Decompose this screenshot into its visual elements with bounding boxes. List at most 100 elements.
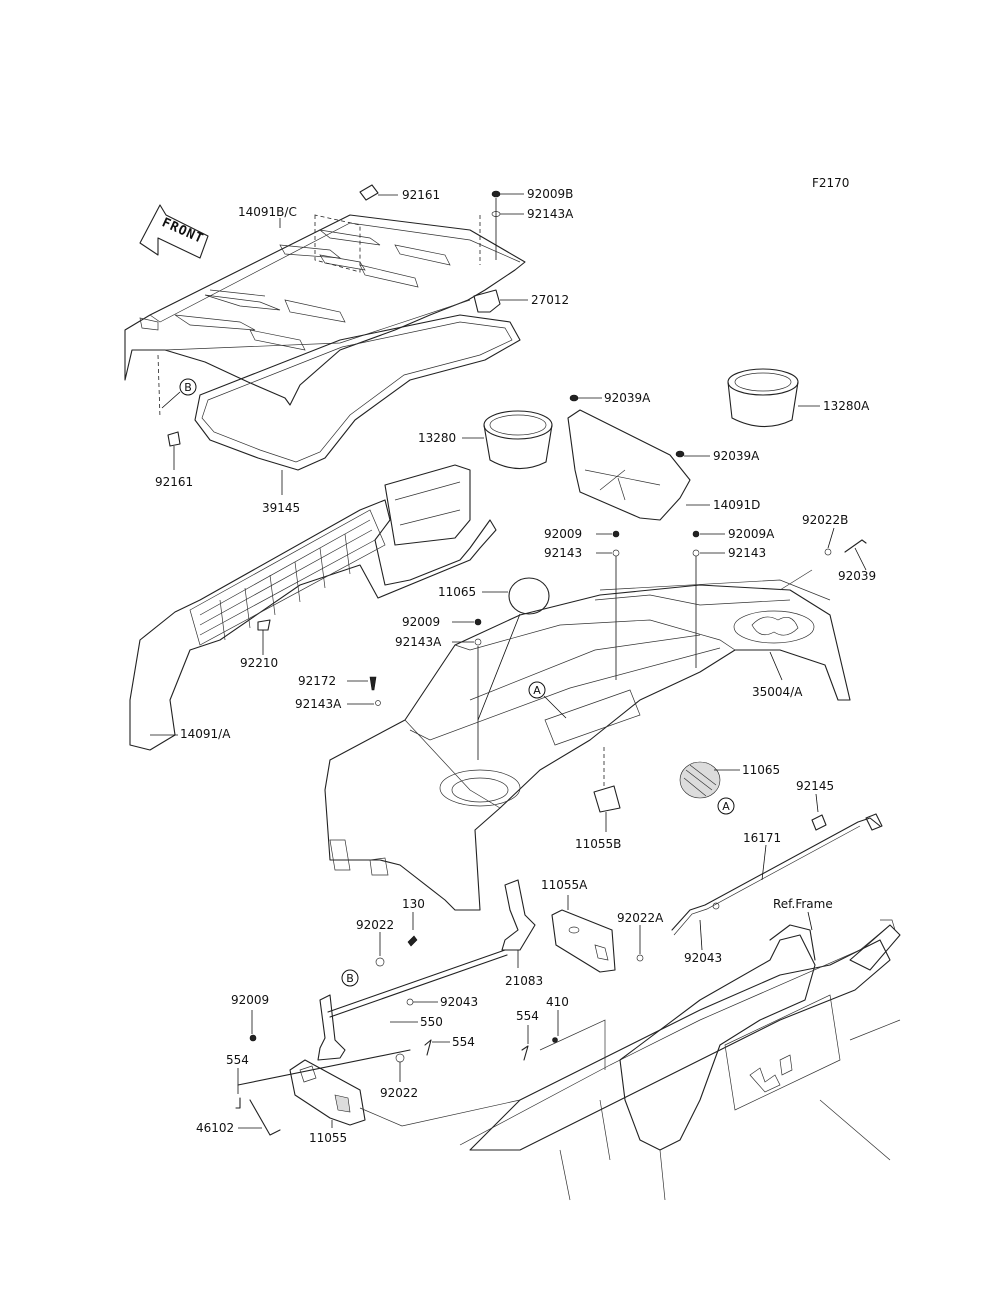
callout-92039A-2: 92039A (713, 449, 760, 463)
washer-92143A-mid (474, 638, 482, 646)
callout-554-b: 554 (452, 1035, 475, 1049)
washer-92143-right (692, 549, 700, 557)
bolt-92009B (491, 190, 501, 198)
ref-marker-a2 (717, 797, 735, 815)
callout-14091BC: 14091B/C (238, 205, 297, 219)
bracket-27012 (473, 289, 501, 313)
callout-92039A-1: 92039A (604, 391, 651, 405)
ref-marker-a1-label: A (533, 684, 541, 697)
clip-92161-top (359, 184, 379, 201)
callout-92161-left: 92161 (155, 475, 193, 489)
callout-92172: 92172 (298, 674, 336, 688)
callout-92039: 92039 (838, 569, 876, 583)
cup-holder-13280 (483, 410, 553, 470)
callout-14091A: 14091/A (180, 727, 231, 741)
cover-11065-b (679, 761, 721, 799)
screw-92172 (369, 676, 377, 691)
callout-92161-top: 92161 (402, 188, 440, 202)
ref-marker-b2 (341, 969, 359, 987)
callout-554-a: 554 (226, 1053, 249, 1067)
callout-92009B: 92009B (527, 187, 573, 201)
pin-554-c (521, 1045, 529, 1061)
clip-92043-b (406, 998, 414, 1006)
ref-marker-a1 (528, 681, 546, 699)
callout-92143A-top: 92143A (527, 207, 574, 221)
bolt-130 (407, 935, 418, 947)
callout-92210: 92210 (240, 656, 278, 670)
callout-92022B: 92022B (802, 513, 848, 527)
callout-92145: 92145 (796, 779, 834, 793)
washer-92022B (824, 548, 832, 556)
callout-92009A: 92009A (728, 527, 775, 541)
bolt-92009-mid (612, 530, 620, 538)
bracket-21083 (501, 879, 536, 951)
callout-27012: 27012 (531, 293, 569, 307)
bolt-92009A (692, 530, 700, 538)
ref-frame-label: Ref.Frame (773, 897, 833, 911)
callout-11055B: 11055B (575, 837, 621, 851)
callout-35004A: 35004/A (752, 685, 803, 699)
callout-92143A-mid: 92143A (395, 635, 442, 649)
callout-92009-c: 92009 (231, 993, 269, 1007)
clip-92161-left (167, 431, 181, 447)
callout-92043-b: 92043 (440, 995, 478, 1009)
washer-92022-b (395, 1053, 405, 1063)
cable-16171 (671, 813, 883, 936)
washer-92143A-low (375, 700, 381, 706)
callout-13280: 13280 (418, 431, 456, 445)
rod-550 (317, 949, 508, 1061)
washer-92022-a (375, 957, 385, 967)
ref-marker-b1-label: B (184, 381, 192, 394)
bolt-92009-left (474, 618, 482, 626)
bolt-92039A-1 (569, 394, 579, 402)
roof-seal-39145 (194, 314, 521, 471)
pin-410 (552, 1037, 558, 1043)
roof-panel (124, 214, 526, 419)
callout-11065-a: 11065 (438, 585, 476, 599)
cup-holder-13280A (727, 368, 799, 428)
callout-11065-b: 11065 (742, 763, 780, 777)
callout-39145: 39145 (262, 501, 300, 515)
callout-21083: 21083 (505, 974, 543, 988)
callout-92143A-low: 92143A (295, 697, 342, 711)
rear-body-35004A (324, 569, 851, 911)
clip-92210 (257, 619, 271, 631)
callout-16171: 16171 (743, 831, 781, 845)
callout-410: 410 (546, 995, 569, 1009)
clip-92043-a (712, 902, 720, 910)
callout-130: 130 (402, 897, 425, 911)
pin-554-a (235, 1097, 241, 1109)
callout-92022A: 92022A (617, 911, 664, 925)
callout-13280A: 13280A (823, 399, 870, 413)
callout-14091D: 14091D (713, 498, 760, 512)
callout-92009-b: 92009 (402, 615, 440, 629)
callout-46102: 46102 (196, 1121, 234, 1135)
cover-11065-a (508, 577, 550, 615)
screw-92039 (844, 539, 867, 553)
callout-92143-b: 92143 (728, 546, 766, 560)
bolt-92039A-2 (675, 450, 685, 458)
clip-92145 (811, 814, 827, 831)
callout-92009-a: 92009 (544, 527, 582, 541)
rod-46102 (237, 1049, 411, 1136)
bracket-11055B (593, 785, 621, 813)
bracket-11055A (551, 909, 616, 973)
bolt-92009-low (249, 1034, 257, 1042)
ref-marker-b1 (179, 378, 197, 396)
callout-550: 550 (420, 1015, 443, 1029)
front-arrow: FRONT (139, 204, 209, 259)
callout-92143-a: 92143 (544, 546, 582, 560)
callout-92043-a: 92043 (684, 951, 722, 965)
callout-11055A: 11055A (541, 878, 588, 892)
pin-554-b (424, 1039, 432, 1056)
bracket-14091D (567, 409, 691, 521)
callout-11055: 11055 (309, 1131, 347, 1145)
reference-frame (459, 919, 901, 1201)
washer-92143-mid (612, 549, 620, 557)
callout-92022-a: 92022 (356, 918, 394, 932)
front-grille-14091A (129, 464, 497, 751)
bracket-11055 (289, 1059, 366, 1126)
callout-92022-b: 92022 (380, 1086, 418, 1100)
diagram-id: F2170 (812, 176, 849, 190)
